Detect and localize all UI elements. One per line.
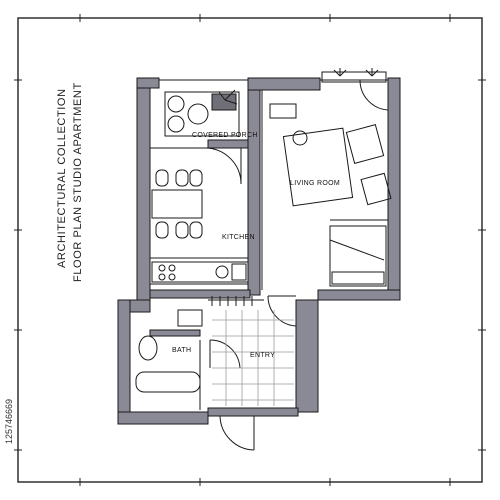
label-bath: BATH [172,347,192,354]
door-swings [204,79,389,451]
collection-title: ARCHITECTURAL COLLECTION [56,88,68,268]
porch-furniture [164,89,240,137]
stock-id: 125746669 [4,398,14,444]
closet-hangers [208,296,264,306]
label-living-room: LIVING ROOM [290,180,340,187]
bathroom-fixtures [135,309,203,410]
interior-lines [150,79,388,290]
dining-table [151,169,203,239]
label-entry: ENTRY [250,352,276,359]
balcony-plants [321,68,387,83]
plan-subtitle: FLOOR PLAN STUDIO APARTMENT [72,82,84,282]
label-kitchen: KITCHEN [222,234,255,241]
living-room-furniture [269,103,392,207]
label-covered-porch: COVERED PORCH [192,132,258,139]
kitchen-counter [151,261,249,283]
entry-tile-grid [212,310,294,406]
frame-border [14,14,486,486]
bed [329,225,387,287]
